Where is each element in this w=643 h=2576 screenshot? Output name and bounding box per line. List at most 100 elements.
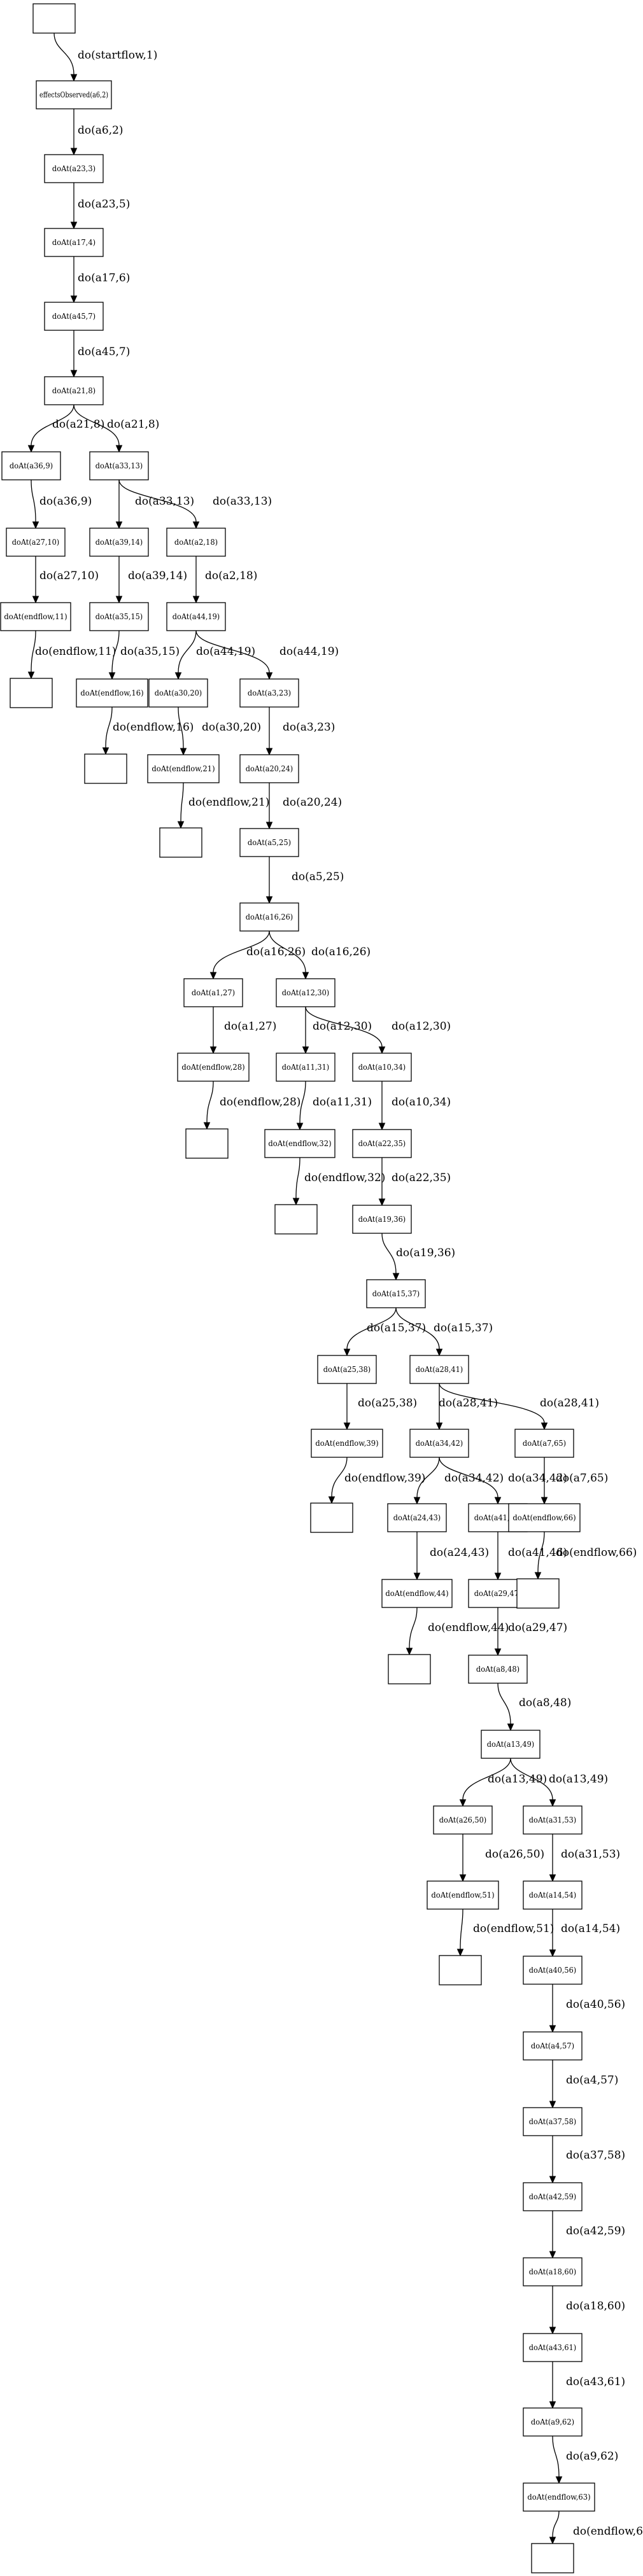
state-node: doAt(a19,36): [352, 1205, 412, 1234]
transition-edge: do(a16,26): [209, 930, 306, 980]
arrowhead: [102, 747, 110, 755]
arrowhead: [343, 1422, 351, 1431]
arrowhead: [302, 1046, 309, 1054]
end-state-node: [274, 1204, 318, 1235]
state-node: doAt(a24,43): [387, 1503, 447, 1532]
state-node: doAt(a36,9): [1, 451, 61, 480]
node-label: doAt(a43,61): [529, 2343, 576, 2352]
state-node: doAt(a5,25): [239, 828, 299, 857]
node-label: doAt(endflow,63): [527, 2493, 590, 2502]
arrowhead: [549, 2537, 556, 2545]
node-box: [514, 1429, 574, 1458]
edge-label: do(a34,42): [508, 1472, 567, 1485]
node-label: doAt(a21,8): [52, 386, 95, 395]
node-box: [89, 451, 149, 480]
transition-edge: do(a18,60): [549, 2286, 625, 2335]
state-node: doAt(a44,19): [166, 602, 226, 631]
arrowhead: [265, 822, 273, 830]
arrowhead: [549, 2101, 556, 2109]
edge-label: do(a44,19): [279, 645, 339, 658]
node-label: doAt(a22,35): [358, 1139, 406, 1148]
node-label: doAt(a31,53): [529, 1816, 576, 1824]
transition-edge: do(a33,13): [118, 479, 272, 529]
node-box: [274, 1204, 318, 1235]
edge-line: [295, 1157, 300, 1199]
edge-label: do(a21,8): [52, 418, 104, 431]
edge-line: [105, 706, 113, 748]
edge-label: do(startflow,1): [78, 49, 157, 62]
end-state-node: [310, 1502, 353, 1533]
transition-edge: do(a12,30): [302, 1007, 372, 1054]
node-box: [185, 1128, 229, 1159]
edge-label: do(a43,61): [566, 2376, 625, 2388]
transition-edge: do(a11,31): [296, 1081, 372, 1131]
arrowhead: [70, 221, 78, 230]
node-box: [148, 678, 208, 708]
edge-label: do(a12,30): [392, 1020, 451, 1033]
arrowhead: [108, 672, 116, 680]
edge-line: [299, 1081, 306, 1124]
transition-edge: do(a7,65): [541, 1457, 608, 1505]
state-node: doAt(endflow,44): [381, 1579, 453, 1608]
arrowhead: [555, 2476, 563, 2484]
transition-edge: do(a34,42): [413, 1457, 504, 1505]
node-box: [89, 528, 149, 557]
arrowhead: [343, 1348, 351, 1357]
arrowhead: [459, 1799, 467, 1807]
transition-edge: do(a41,46): [494, 1532, 567, 1581]
edge-line: [331, 1457, 348, 1497]
state-node: doAt(a34,42): [409, 1429, 469, 1458]
state-node: doAt(a43,61): [523, 2333, 583, 2362]
state-node: doAt(a37,58): [523, 2107, 583, 2136]
transition-edge: do(endflow,66): [534, 1531, 637, 1580]
transition-edge: do(a21,8): [73, 404, 159, 453]
arrowhead: [192, 521, 200, 529]
transition-edge: do(a44,19): [174, 630, 255, 680]
node-box: [159, 827, 202, 858]
arrowhead: [456, 1949, 464, 1957]
state-node: doAt(a33,13): [89, 451, 149, 480]
arrowhead: [296, 1123, 304, 1131]
state-node: doAt(a9,62): [523, 2407, 583, 2437]
node-box: [44, 376, 104, 405]
transition-edge: do(a36,9): [31, 479, 92, 529]
state-node: doAt(a35,15): [89, 602, 149, 631]
edge-label: do(a45,7): [78, 346, 130, 358]
transition-edge: do(a16,26): [269, 930, 371, 980]
node-box: [352, 1129, 412, 1158]
transition-edge: do(a33,13): [115, 480, 194, 529]
arrowhead: [549, 1799, 556, 1807]
arrowhead: [507, 1723, 514, 1732]
state-node: doAt(a10,34): [352, 1053, 412, 1082]
edge-line: [195, 630, 270, 673]
edge-line: [497, 1683, 511, 1725]
transition-edge: do(a31,53): [549, 1834, 620, 1882]
node-label: doAt(a39,14): [95, 538, 143, 547]
state-node: doAt(a3,23): [239, 678, 299, 708]
transition-edge: do(a25,38): [343, 1383, 417, 1431]
edge-label: do(a28,41): [439, 1397, 498, 1410]
transition-edge: do(a42,59): [549, 2211, 625, 2259]
state-node: doAt(endflow,21): [147, 754, 220, 783]
edge-label: do(a3,23): [283, 721, 335, 734]
arrowhead: [70, 74, 78, 82]
arrowhead: [180, 748, 187, 756]
arrowhead: [265, 748, 273, 756]
state-node: doAt(a27,10): [6, 528, 66, 557]
node-label: doAt(a24,43): [393, 1513, 441, 1522]
edge-line: [381, 1233, 397, 1274]
arrowhead: [378, 1046, 386, 1054]
state-node: doAt(a20,24): [239, 754, 299, 783]
node-box: [523, 2182, 583, 2211]
transition-edge: do(a37,58): [549, 2136, 625, 2184]
arrowhead: [302, 972, 309, 980]
end-state-node: [439, 1955, 482, 1985]
node-box: [523, 2031, 583, 2061]
state-node: doAt(a17,4): [44, 228, 104, 257]
node-label: doAt(a9,62): [531, 2418, 574, 2426]
edge-label: do(endflow,39): [344, 1472, 425, 1485]
transition-edge: do(a15,37): [343, 1307, 426, 1357]
node-box: [89, 602, 149, 631]
state-node: effectsObserved(a6,2): [36, 80, 112, 109]
node-box: [523, 1880, 583, 1910]
